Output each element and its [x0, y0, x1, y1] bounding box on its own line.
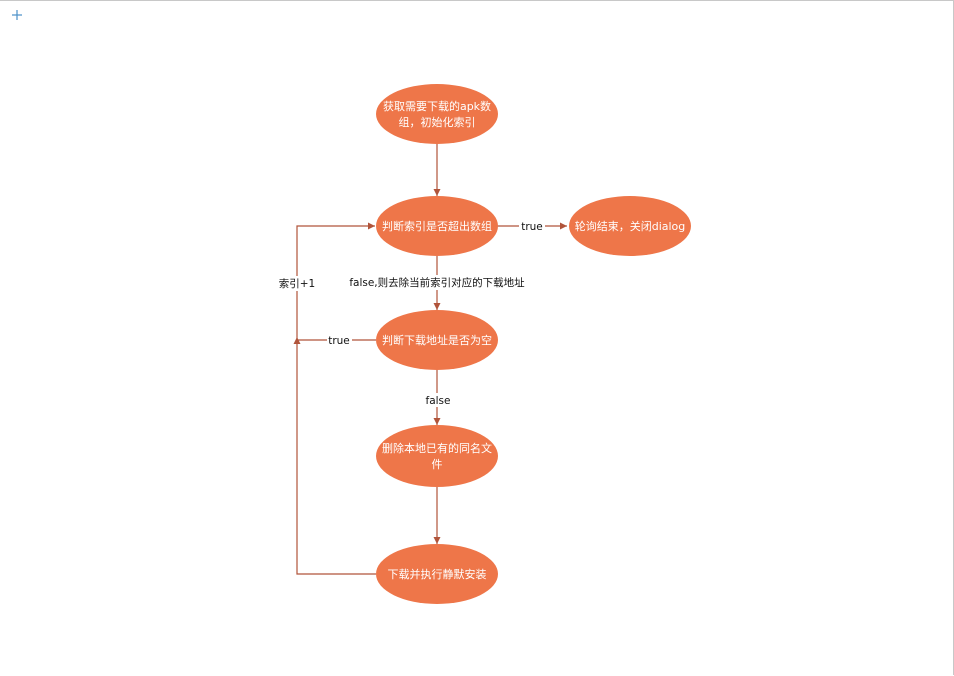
node-start-line2: 组，初始化索引: [399, 115, 476, 129]
edge-label-bg-increment: [278, 276, 316, 291]
edge-loop-to-check-index: [296, 222, 375, 337]
edge-label-bg-true-index: [519, 219, 545, 233]
edge-label-increment-index: 索引+1: [279, 277, 315, 290]
edge-label-bg-true-url: [327, 333, 352, 347]
edge-install-to-loop: [293, 337, 376, 575]
node-check-url[interactable]: 判断下载地址是否为空: [376, 310, 498, 370]
edge-label-url-not-empty: false: [426, 395, 451, 407]
edge-label-bg-false-url: [424, 393, 452, 407]
edge-label-index-exceeded: true: [521, 221, 543, 233]
edge-label-index-not-exceeded: false,则去除当前索引对应的下载地址: [349, 276, 525, 289]
node-install[interactable]: 下载并执行静默安装: [376, 544, 498, 604]
edge-label-url-empty: true: [328, 335, 350, 347]
node-check-url-label: 判断下载地址是否为空: [382, 333, 492, 347]
node-delete-file[interactable]: 删除本地已有的同名文 件: [376, 425, 498, 487]
node-start-line1: 获取需要下载的apk数: [383, 99, 491, 113]
edge-label-bg-false-index: [346, 275, 530, 290]
node-check-index[interactable]: 判断索引是否超出数组: [376, 196, 498, 256]
node-delete-file-line1: 删除本地已有的同名文: [382, 441, 492, 455]
node-delete-file-line2: 件: [432, 458, 443, 471]
node-start[interactable]: 获取需要下载的apk数 组，初始化索引: [376, 84, 498, 144]
node-end[interactable]: 轮询结束，关闭dialog: [569, 196, 691, 256]
node-install-label: 下载并执行静默安装: [388, 567, 487, 581]
node-check-index-label: 判断索引是否超出数组: [382, 219, 492, 233]
plus-icon[interactable]: [12, 10, 22, 20]
node-end-label: 轮询结束，关闭dialog: [575, 219, 686, 233]
